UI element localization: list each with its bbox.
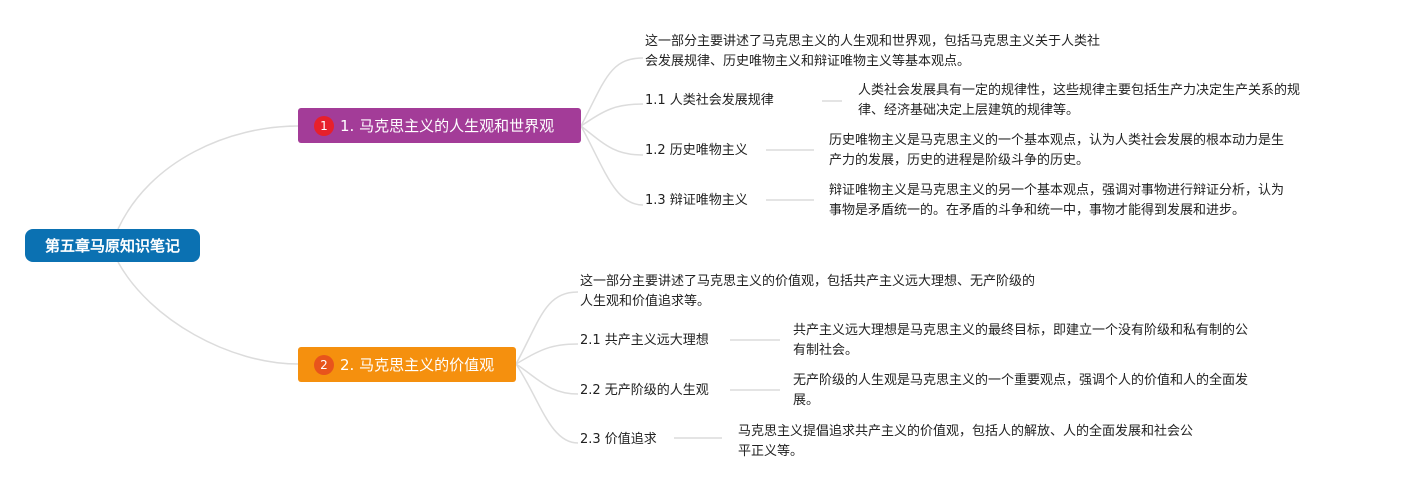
root-topic-label: 第五章马原知识笔记 xyxy=(44,237,180,255)
branch-topic-1-label: 1. 马克思主义的人生观和世界观 xyxy=(340,117,555,135)
link-b2-item1 xyxy=(515,343,579,365)
subtopic-2-1[interactable]: 2.1 共产主义远大理想 xyxy=(580,333,709,348)
branch-topic-2[interactable]: 2 2. 马克思主义的价值观 xyxy=(298,347,516,382)
subtopic-1-2-note: 历史唯物主义是马克思主义的一个基本观点，认为人类社会发展的根本动力是生 产力的发… xyxy=(829,133,1285,168)
link-b1-item3 xyxy=(580,125,644,206)
subtopic-2-3-note: 马克思主义提倡追求共产主义的价值观，包括人的解放、人的全面发展和社会公 平正义等… xyxy=(738,424,1194,459)
subtopic-1-1[interactable]: 1.1 人类社会发展规律 xyxy=(645,93,774,108)
subtopic-2-2[interactable]: 2.2 无产阶级的人生观 xyxy=(580,383,709,398)
link-b2-intro xyxy=(515,291,579,365)
subtopic-1-1-note: 人类社会发展具有一定的规律性，这些规律主要包括生产力决定生产关系的规 律、经济基… xyxy=(858,83,1301,118)
link-b1-item2 xyxy=(580,125,644,156)
root-topic[interactable]: 第五章马原知识笔记 xyxy=(25,229,200,262)
branch-2-intro[interactable]: 这一部分主要讲述了马克思主义的价值观，包括共产主义远大理想、无产阶级的 人生观和… xyxy=(580,274,1036,309)
subtopic-1-2[interactable]: 1.2 历史唯物主义 xyxy=(645,143,748,158)
branch-1-intro[interactable]: 这一部分主要讲述了马克思主义的人生观和世界观，包括马克思主义关于人类社 会发展规… xyxy=(645,34,1101,69)
link-b1-item1 xyxy=(580,103,644,127)
link-root-branch2 xyxy=(117,261,299,365)
branch-topic-1[interactable]: 1 1. 马克思主义的人生观和世界观 xyxy=(298,108,581,143)
link-root-branch1 xyxy=(117,125,299,230)
subtopic-1-3[interactable]: 1.3 辩证唯物主义 xyxy=(645,193,748,208)
link-b1-intro xyxy=(580,57,644,127)
subtopic-2-1-note: 共产主义远大理想是马克思主义的最终目标，即建立一个没有阶级和私有制的公 有制社会… xyxy=(793,323,1249,358)
subtopic-1-3-note: 辩证唯物主义是马克思主义的另一个基本观点，强调对事物进行辩证分析，认为 事物是矛… xyxy=(829,183,1285,218)
number-badge-2: 2 xyxy=(314,354,334,375)
link-b2-item2 xyxy=(515,363,579,395)
branch-topic-2-label: 2. 马克思主义的价值观 xyxy=(340,356,495,374)
subtopic-2-3[interactable]: 2.3 价值追求 xyxy=(580,432,657,447)
subtopic-2-2-note: 无产阶级的人生观是马克思主义的一个重要观点，强调个人的价值和人的全面发 展。 xyxy=(793,373,1249,408)
number-badge-1: 1 xyxy=(314,115,334,136)
link-b2-item3 xyxy=(515,363,579,444)
